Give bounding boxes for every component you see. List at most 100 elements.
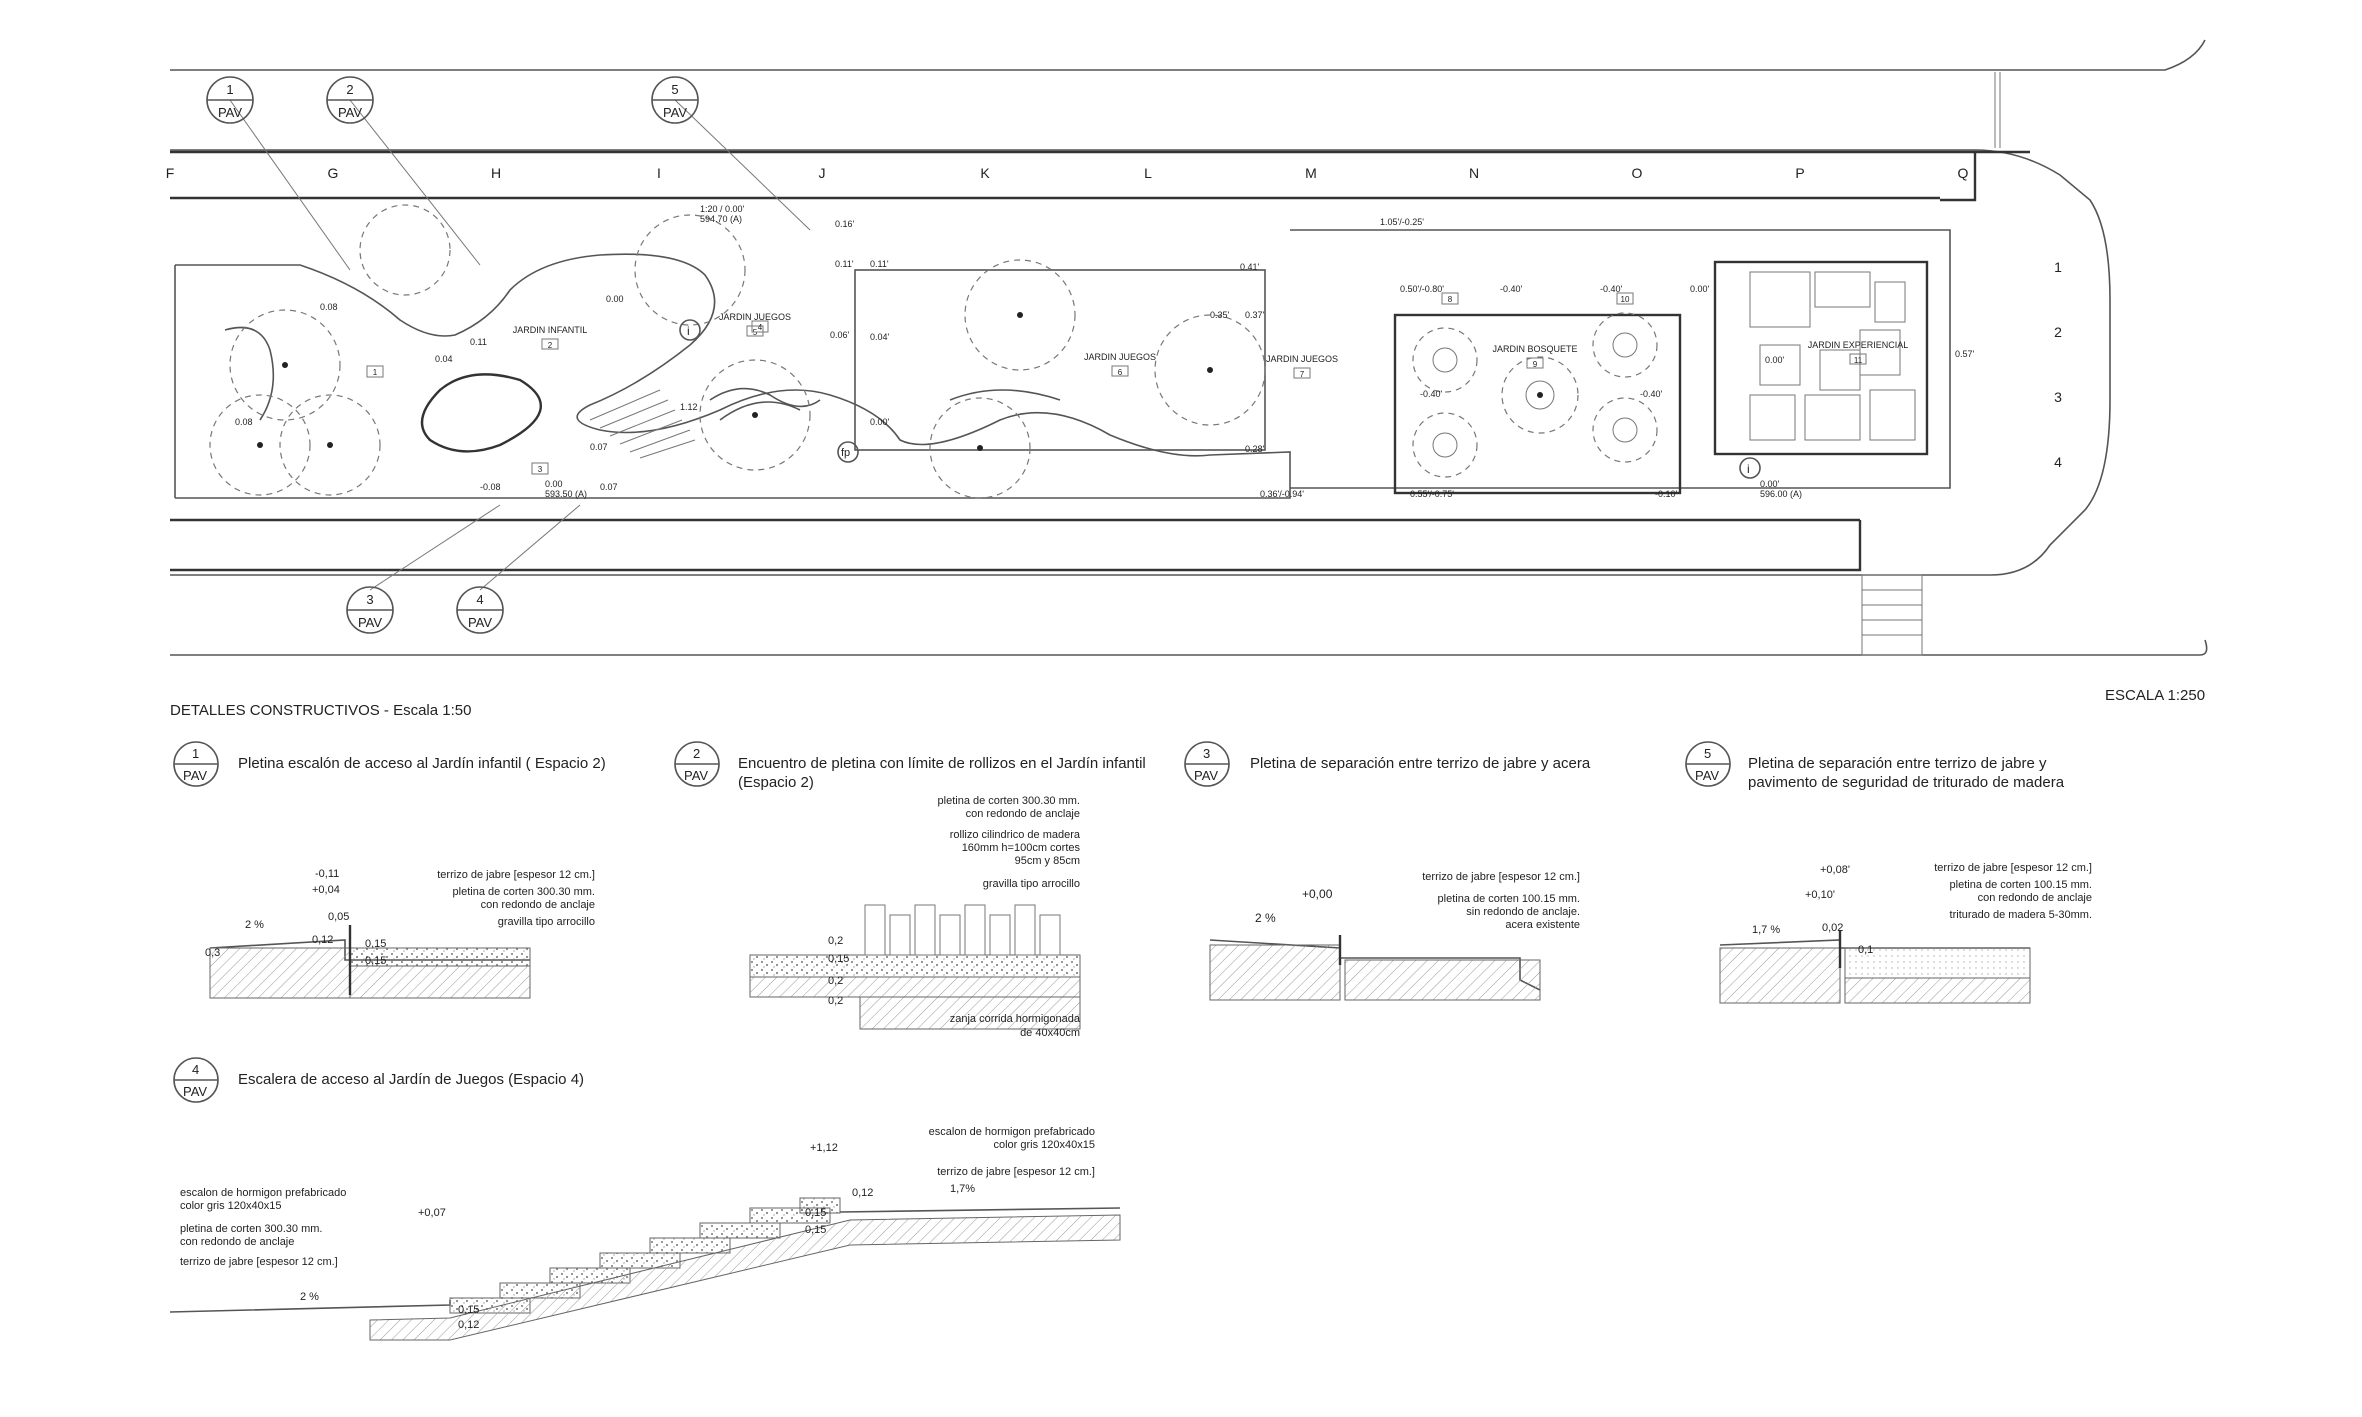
space-tag-box [1293,367,1311,379]
level-label: 0.07 [600,482,618,492]
detail-dim: 1,7% [950,1183,975,1195]
detail-dim: 0,12 [458,1319,479,1331]
detail-2-logs [864,904,1061,956]
grid-letter: F [166,165,175,181]
detail-dim: 1,7 % [1752,924,1780,936]
plan-callout-code: PAV [358,615,382,630]
detail-dim: +0,00 [1302,887,1333,901]
level-label: 0.00 [606,294,624,304]
plan-callout-num: 3 [366,592,373,607]
info-marks: i fp i [679,319,1761,479]
crossing-top [1994,72,2001,148]
space-name: JARDIN JUEGOS [1084,352,1156,362]
plan-callout-num: 4 [476,592,483,607]
level-label: 0.04' [870,332,890,342]
detail-2-title-2: (Espacio 2) [738,774,814,791]
detail-note: con redondo de anclaje [481,899,595,911]
detail-dim: 2 % [245,919,264,931]
level-label: 1:20 / 0.00' [700,204,745,214]
level-label: 0.07 [590,442,608,452]
detail-dim: 2 % [1255,911,1276,925]
level-label: 0.08 [320,302,338,312]
small-tag-box [751,320,769,333]
detail-dim: +1,12 [810,1142,838,1154]
bosquete-stones [1432,332,1638,458]
detail-1-notes: terrizo de jabre [espesor 12 cm.]pletina… [437,869,595,928]
detail-3-num: 3 [1203,746,1210,761]
detail-5-dims: +0,08'+0,10'0,020,11,7 % [1752,864,1873,956]
space-tag-box [1526,357,1544,369]
detail-note: pletina de corten 100.15 mm. [1438,893,1580,905]
detail-note-right: color gris 120x40x15 [993,1139,1095,1151]
space-num: 11 [1854,356,1863,365]
detail-2-dims: 0,20,150,20,2 [828,935,849,1007]
detail-3-callout: 3 PAV [1184,741,1230,787]
space-num: 9 [1533,360,1538,369]
space-tag-box [541,338,559,350]
detail-note: 160mm h=100cm cortes [962,842,1081,854]
small-tag: 10 [1621,295,1630,304]
detail-note: terrizo de jabre [espesor 12 cm.] [1934,862,2092,874]
level-label: 0.00' [870,417,890,427]
detail-1: 1 PAV Pletina escalón de acceso al Jardí… [173,741,606,999]
detail-4-dims: +1,120,120,150,15+0,070,150,122 %1,7% [300,1142,975,1331]
grid-letter: K [980,165,990,181]
detail-dim: +0,07 [418,1207,446,1219]
detail-note: 95cm y 85cm [1015,855,1080,867]
plan-stair [589,389,696,459]
detail-note: con redondo de anclaje [966,808,1080,820]
detail-4-num: 4 [192,1062,199,1077]
small-tag: 3 [538,465,543,474]
level-label: -0.10' [1655,489,1678,499]
plan-callout-code: PAV [338,105,362,120]
level-label: 593.50 (A) [545,489,587,499]
level-label: 0.04 [435,354,453,364]
detail-note: de 40x40cm [1020,1027,1080,1039]
detail-dim: 0,12 [852,1187,873,1199]
detail-1-num: 1 [192,746,199,761]
level-label: 0.50'/-0.80' [1400,284,1444,294]
space-num: 2 [548,341,553,350]
space-num: 7 [1300,370,1305,379]
level-label: 0.08 [235,417,253,427]
level-label: 0.41' [1240,262,1260,272]
small-tag: 8 [1448,295,1453,304]
detail-dim: 0,15 [805,1207,826,1219]
detail-2-num: 2 [693,746,700,761]
level-label: 0.57' [1955,349,1975,359]
small-tag-box [531,462,549,475]
plan-callout-num: 2 [346,82,353,97]
detail-5-notes: terrizo de jabre [espesor 12 cm.]pletina… [1934,862,2092,921]
detail-note: acera existente [1505,919,1580,931]
detail-dim: 0,15 [805,1224,826,1236]
detail-note-right: escalon de hormigon prefabricado [929,1126,1095,1138]
detail-dim: 2 % [300,1291,319,1303]
space-name: JARDIN JUEGOS [1266,354,1338,364]
detail-1-code: PAV [183,768,207,783]
detail-3-dims: +0,00 2 % [1255,887,1333,925]
level-label: 0.16' [835,219,855,229]
level-label: 0.11' [870,259,889,269]
level-label: 594.70 (A) [700,214,742,224]
detail-3-notes: terrizo de jabre [espesor 12 cm.]pletina… [1422,871,1580,931]
detail-dim: 0,2 [828,995,843,1007]
detail-2-notes: pletina de corten 300.30 mm.con redondo … [938,795,1081,1039]
detail-dim: 0,15 [828,953,849,965]
detail-2-code: PAV [684,768,708,783]
level-label: -0.40' [1420,389,1443,399]
detail-dim: +0,08' [1820,864,1850,876]
detail-dim: -0,11 [315,868,339,880]
detail-2: 2 PAV Encuentro de pletina con límite de… [674,741,1146,1039]
grid-number: 3 [2054,389,2062,405]
detail-dim: 0,15 [365,955,386,967]
grid-number: 4 [2054,454,2062,470]
detail-2-callout: 2 PAV [674,741,720,787]
detail-note: terrizo de jabre [espesor 12 cm.] [180,1256,338,1268]
detail-note-right: terrizo de jabre [espesor 12 cm.] [937,1166,1095,1178]
